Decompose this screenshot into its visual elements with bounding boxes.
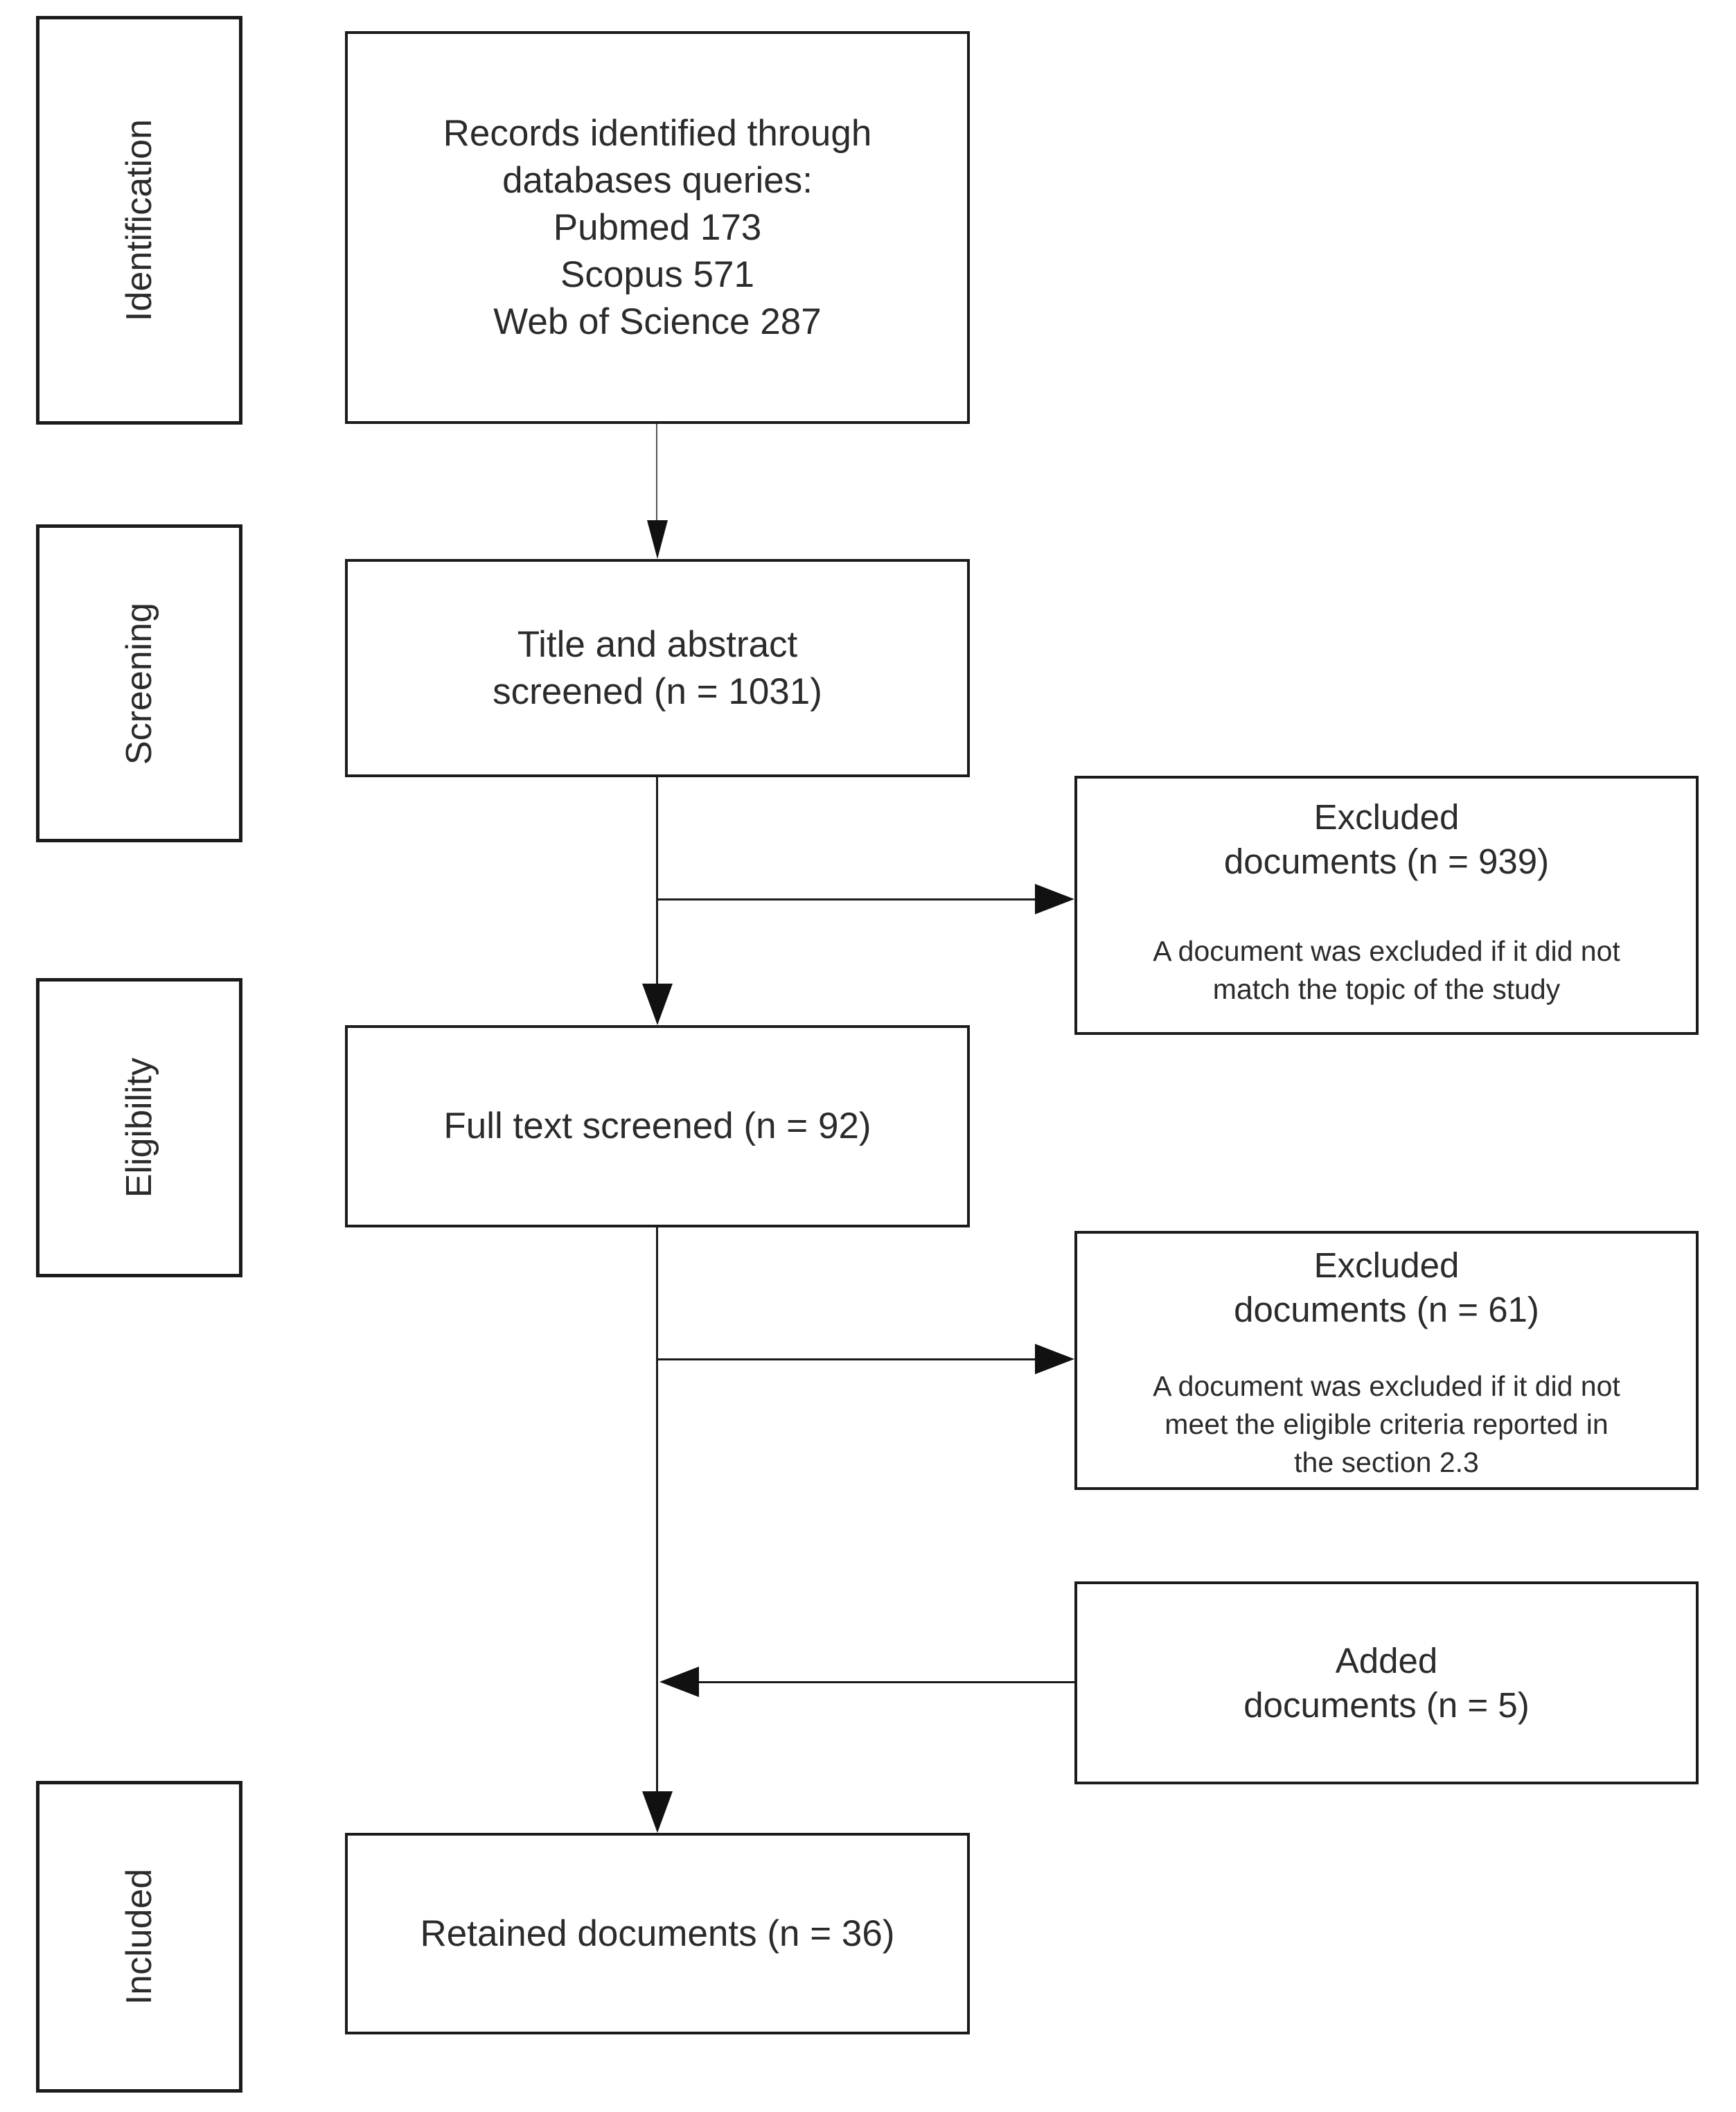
excluded-939-note-line-2: match the topic of the study [1212,973,1561,1005]
excluded-61-note: A document was excluded if it did not me… [1153,1367,1620,1482]
full-text-line-1: Full text screened (n = 92) [443,1106,871,1146]
records-line-4: Scopus 571 [560,254,754,295]
branch-to-excluded-939 [656,898,1035,900]
stage-label-identification: Identification [119,119,159,321]
added-line-1: Added [1335,1640,1438,1680]
connector-eligibility-to-included [656,1227,658,1791]
records-line-3: Pubmed 173 [553,206,762,248]
arrowhead-to-excluded-61 [1035,1344,1074,1374]
branch-from-added [699,1681,1074,1683]
excluded-61-note-line-3: the section 2.3 [1294,1446,1479,1478]
arrowhead-records-to-screening [647,520,668,559]
stage-box-identification: Identification [36,16,242,425]
arrowhead-eligibility-to-included [642,1791,673,1833]
stage-box-eligibility: Eligibility [36,978,242,1277]
arrowhead-screening-to-eligibility [642,984,673,1025]
title-abstract-screened-box: Title and abstract screened (n = 1031) [345,559,970,777]
arrowhead-from-added [659,1667,699,1697]
connector-records-to-screening [656,424,657,520]
excluded-939-title: Excluded documents (n = 939) [1224,795,1549,884]
excluded-61-note-line-1: A document was excluded if it did not [1153,1370,1620,1402]
excluded-939-title-line-1: Excluded [1313,797,1460,837]
stage-box-included: Included [36,1781,242,2093]
excluded-939-title-line-2: documents (n = 939) [1223,842,1550,881]
records-line-2: databases queries: [502,159,813,201]
stage-box-screening: Screening [36,524,242,842]
added-line-2: documents (n = 5) [1243,1685,1530,1725]
added-documents-box: Added documents (n = 5) [1074,1581,1699,1784]
arrowhead-to-excluded-939 [1035,884,1074,914]
excluded-61-title-line-2: documents (n = 61) [1234,1290,1539,1329]
retained-line-1: Retained documents (n = 36) [420,1913,895,1954]
stage-label-included: Included [119,1868,159,2005]
connector-screening-to-eligibility [656,777,658,984]
records-line-5: Web of Science 287 [493,301,822,342]
records-identified-box: Records identified through databases que… [345,31,970,424]
excluded-61-title-line-1: Excluded [1313,1245,1460,1285]
stage-label-screening: Screening [119,602,159,765]
title-abstract-line-2: screened (n = 1031) [493,671,822,712]
excluded-61-note-line-2: meet the eligible criteria reported in [1164,1408,1609,1440]
records-line-1: Records identified through [443,112,872,154]
excluded-61-title: Excluded documents (n = 61) [1234,1243,1539,1332]
title-abstract-line-1: Title and abstract [517,623,798,665]
excluded-939-note-line-1: A document was excluded if it did not [1153,935,1620,967]
excluded-939-box: Excluded documents (n = 939) A document … [1074,776,1699,1035]
excluded-61-box: Excluded documents (n = 61) A document w… [1074,1231,1699,1490]
branch-to-excluded-61 [656,1358,1035,1360]
excluded-939-note: A document was excluded if it did not ma… [1153,932,1620,1009]
retained-documents-box: Retained documents (n = 36) [345,1833,970,2034]
stage-label-eligibility: Eligibility [119,1057,159,1198]
full-text-screened-box: Full text screened (n = 92) [345,1025,970,1227]
